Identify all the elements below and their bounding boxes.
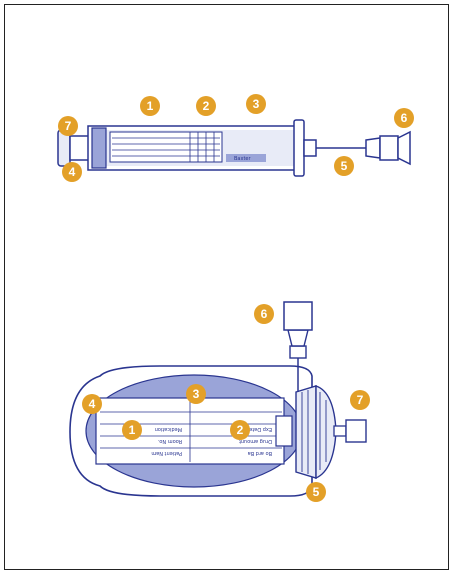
figure-frame <box>4 4 449 570</box>
syringe-badge-5: 5 <box>334 156 354 176</box>
brand-strip <box>226 154 266 162</box>
svg-text:1: 1 <box>147 99 154 113</box>
label-line-3: Medication <box>155 426 182 432</box>
luer-tip <box>303 139 317 157</box>
syringe-badges: 1 2 3 4 5 6 7 <box>58 94 414 182</box>
bag-badge-7: 7 <box>350 390 370 410</box>
admin-connector <box>289 345 307 359</box>
cap-end <box>397 130 411 166</box>
syringe-badge-4: 4 <box>62 162 82 182</box>
svg-text:3: 3 <box>253 97 260 111</box>
svg-text:7: 7 <box>357 393 364 407</box>
svg-text:1: 1 <box>129 423 136 437</box>
bag-badge-2: 2 <box>230 420 250 440</box>
barrel-flange <box>293 119 305 177</box>
syringe-illustration: Baxter <box>57 119 411 177</box>
admin-spike-cap <box>283 301 313 331</box>
bag-port <box>295 385 337 480</box>
svg-text:4: 4 <box>69 165 76 179</box>
syringe-badge-2: 2 <box>196 96 216 116</box>
brand-label: Baxter <box>234 156 251 162</box>
needle-hub <box>365 137 381 159</box>
needle-cap <box>379 135 399 161</box>
plunger-rod <box>69 135 91 161</box>
admin-hub <box>287 329 309 347</box>
graduation-marks <box>189 132 215 162</box>
bag-badge-6: 6 <box>254 304 274 324</box>
svg-text:2: 2 <box>237 423 244 437</box>
svg-text:2: 2 <box>203 99 210 113</box>
bag-clamp <box>275 415 293 447</box>
label-line-4: Bo ard Ba <box>248 450 272 456</box>
bag-badge-5: 5 <box>306 482 326 502</box>
svg-text:6: 6 <box>261 307 268 321</box>
bag-badges: 1 2 3 4 5 6 7 <box>82 304 370 502</box>
bag-badge-3: 3 <box>186 384 206 404</box>
syringe-badge-7: 7 <box>58 116 78 136</box>
syringe-badge-3: 3 <box>246 94 266 114</box>
bag-badge-4: 4 <box>82 394 102 414</box>
bag-badge-1: 1 <box>122 420 142 440</box>
syringe-badge-6: 6 <box>394 108 414 128</box>
label-text-group: Patient Nam Room No. Medication Bo ard B… <box>151 426 272 456</box>
svg-text:3: 3 <box>193 387 200 401</box>
svg-text:7: 7 <box>65 119 72 133</box>
svg-text:4: 4 <box>89 397 96 411</box>
plunger-stopper <box>91 127 107 169</box>
iv-bag-illustration: Patient Nam Room No. Medication Bo ard B… <box>69 301 367 497</box>
svg-text:6: 6 <box>401 111 408 125</box>
svg-text:5: 5 <box>341 159 348 173</box>
label-line-5: Drug amount <box>239 438 272 444</box>
label-line-1: Patient Nam <box>151 450 182 456</box>
side-port-cap <box>345 419 367 443</box>
syringe-label <box>109 131 223 163</box>
side-port-neck <box>333 425 347 437</box>
label-line-2: Room No. <box>157 438 182 444</box>
label-line-6: Exp Date <box>249 426 272 432</box>
syringe-badge-1: 1 <box>140 96 160 116</box>
svg-text:5: 5 <box>313 485 320 499</box>
